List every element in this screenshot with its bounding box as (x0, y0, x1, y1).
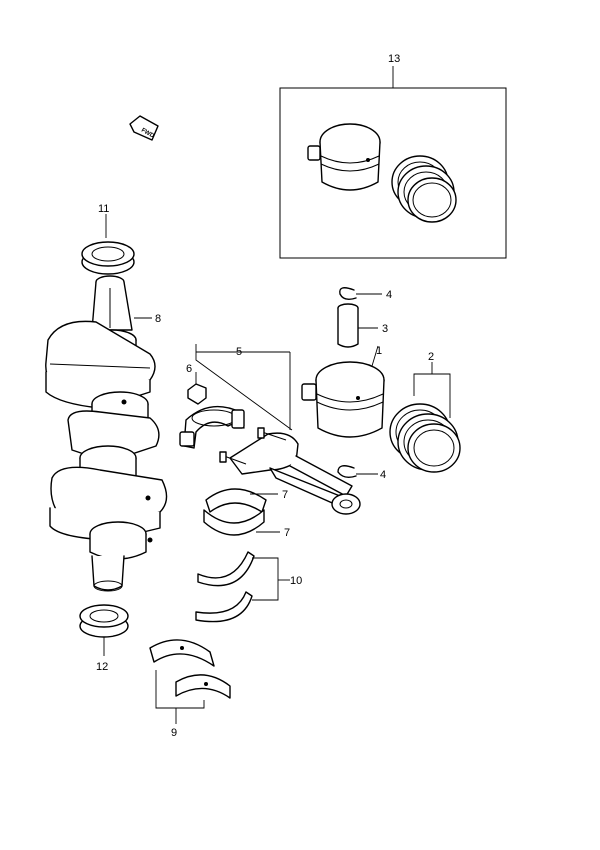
callout-1: 1 (376, 345, 382, 357)
main-bearings (149, 639, 231, 724)
piston (301, 345, 385, 438)
callout-6: 6 (186, 363, 192, 375)
callout-3: 3 (382, 323, 388, 335)
rod-bearing-upper (205, 488, 278, 513)
oil-seal-upper (81, 214, 135, 275)
callout-4b: 4 (380, 469, 386, 481)
piston-set-box (279, 66, 507, 259)
callout-13: 13 (388, 53, 400, 65)
callout-11: 11 (98, 203, 109, 215)
piston-pin-circlip-lower (337, 465, 378, 479)
callout-9: 9 (171, 727, 177, 739)
fwd-arrow-icon: FWD (129, 115, 159, 141)
callout-4a: 4 (386, 289, 392, 301)
rod-cap (179, 405, 245, 449)
callout-10: 10 (290, 575, 302, 587)
connecting-rod (219, 427, 361, 515)
rod-nut (187, 372, 207, 405)
callout-8: 8 (155, 313, 161, 325)
piston-pin (337, 303, 378, 348)
callout-5: 5 (236, 346, 242, 358)
callout-2: 2 (428, 351, 434, 363)
callout-7b: 7 (284, 527, 290, 539)
connecting-rod-leader (195, 344, 293, 431)
rod-bearing-lower (203, 509, 280, 536)
callout-7a: 7 (282, 489, 288, 501)
thrust-washers (195, 551, 290, 623)
piston-pin-circlip-upper (339, 287, 382, 301)
callout-12: 12 (96, 661, 108, 673)
oil-seal-lower (79, 604, 129, 656)
crankshaft (45, 275, 168, 592)
piston-rings (389, 362, 461, 473)
